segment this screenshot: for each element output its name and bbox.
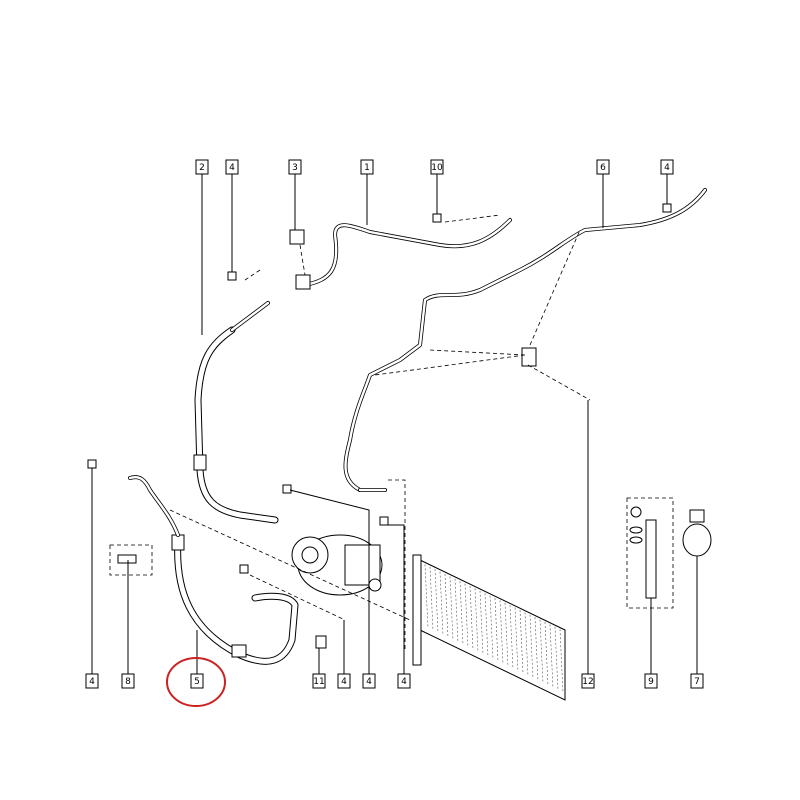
hose-2 <box>193 301 279 524</box>
callout-12: 12 <box>581 673 595 689</box>
callout-11: 11 <box>312 673 326 689</box>
callout-number: 5 <box>194 677 200 687</box>
callout-4: 4 <box>397 673 411 689</box>
assembly-lines <box>169 214 501 650</box>
leader-lines <box>91 174 698 674</box>
bolts <box>87 203 672 649</box>
pipe-1 <box>303 218 512 287</box>
callout-4: 4 <box>85 673 99 689</box>
callout-6: 6 <box>596 159 610 175</box>
callout-10: 10 <box>430 159 444 175</box>
callout-number: 11 <box>313 677 324 687</box>
dryer-cartridge <box>626 497 674 609</box>
compressor <box>291 534 383 596</box>
callout-number: 12 <box>582 677 593 687</box>
callout-number: 4 <box>229 163 235 173</box>
callout-number: 4 <box>664 163 670 173</box>
pipe-6 <box>343 188 707 492</box>
callout-4: 4 <box>225 159 239 175</box>
callout-7: 7 <box>690 673 704 689</box>
callout-4: 4 <box>337 673 351 689</box>
highlight-circle <box>166 657 226 707</box>
callout-number: 9 <box>648 677 654 687</box>
callout-1: 1 <box>360 159 374 175</box>
callout-number: 2 <box>199 163 205 173</box>
callout-3: 3 <box>288 159 302 175</box>
callout-number: 6 <box>600 163 606 173</box>
condenser <box>412 554 566 701</box>
callout-number: 10 <box>431 163 443 173</box>
callout-number: 1 <box>364 163 370 173</box>
filling-cap <box>682 509 712 557</box>
callout-number: 3 <box>292 163 298 173</box>
callout-8: 8 <box>121 673 135 689</box>
callout-number: 4 <box>89 677 95 687</box>
callout-number: 7 <box>694 677 700 687</box>
callout-number: 4 <box>341 677 347 687</box>
hose-5 <box>128 475 299 665</box>
callout-4: 4 <box>660 159 674 175</box>
callout-9: 9 <box>644 673 658 689</box>
callout-number: 4 <box>366 677 372 687</box>
callout-4: 4 <box>362 673 376 689</box>
callout-number: 4 <box>401 677 407 687</box>
callout-5: 5 <box>190 673 204 689</box>
callout-number: 8 <box>125 677 131 687</box>
valve-kit <box>109 544 153 576</box>
pressure-switch <box>374 229 591 401</box>
callout-2: 2 <box>195 159 209 175</box>
